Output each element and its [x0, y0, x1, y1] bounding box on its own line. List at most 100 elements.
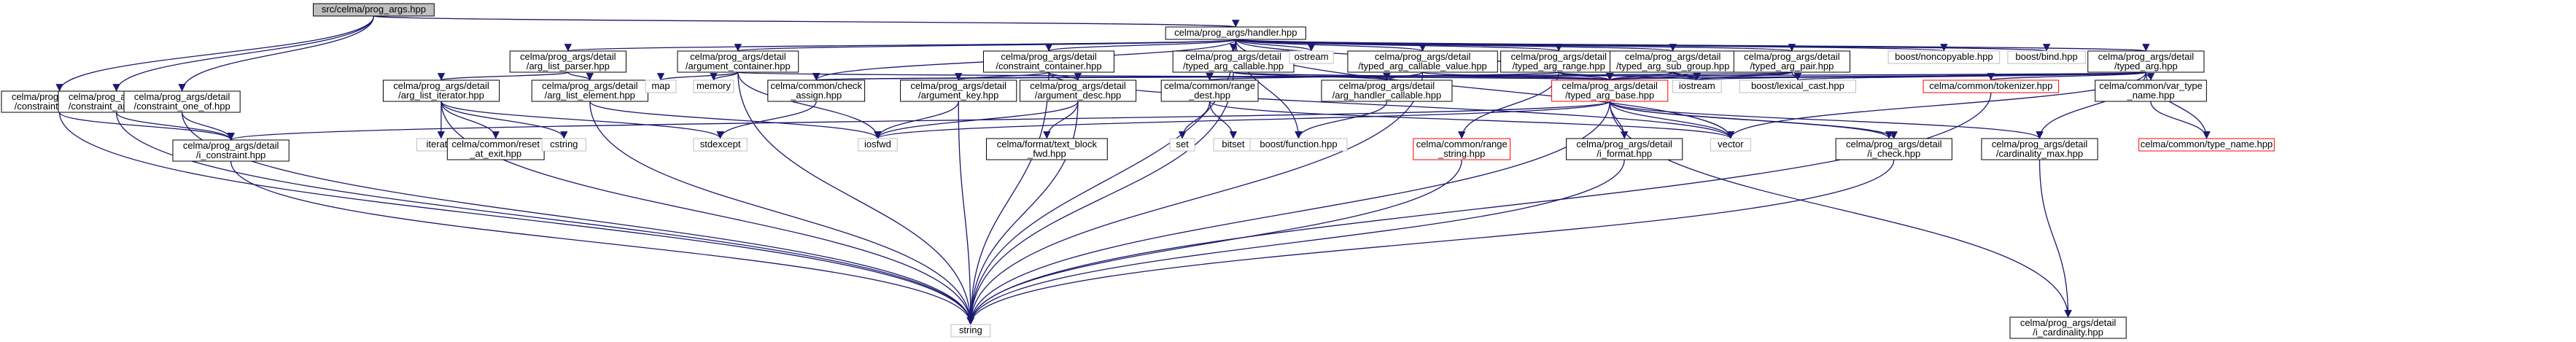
node-argument_key[interactable]: celma/prog_args/detail/argument_key.hpp: [900, 79, 1017, 102]
edge-arg_list_element-to-string: [589, 101, 974, 325]
node-box-stdexcept: [693, 138, 748, 152]
edge-root-to-c_any: [112, 15, 375, 92]
edge-typed_arg_base-to-i_cardinality: [1609, 101, 2072, 318]
node-argument_desc[interactable]: celma/prog_args/detail/argument_desc.hpp: [1019, 79, 1137, 102]
node-box-noncopyable: [1888, 50, 2001, 64]
node-check_assign[interactable]: celma/common/check_assign.hpp: [767, 79, 866, 102]
node-cstring[interactable]: cstring: [541, 138, 586, 152]
node-typed_arg_range[interactable]: celma/prog_args/detail/typed_arg_range.h…: [1500, 50, 1618, 73]
node-typed_arg_callable_value[interactable]: celma/prog_args/detail/typed_arg_callabl…: [1347, 50, 1498, 73]
node-box-i_constraint: [172, 139, 290, 162]
node-label-typed_arg_range-1: /typed_arg_range.hpp: [1513, 61, 1605, 71]
edge-c_any-to-string: [115, 112, 974, 325]
node-label-bitset-0: bitset: [1222, 139, 1244, 149]
node-noncopyable[interactable]: boost/noncopyable.hpp: [1888, 50, 2001, 64]
node-constraint_container[interactable]: celma/prog_args/detail/constraint_contai…: [982, 50, 1114, 73]
node-label-i_format-1: /i_format.hpp: [1597, 148, 1652, 159]
edge-i_constraint-to-string: [230, 160, 974, 325]
node-bitset[interactable]: bitset: [1213, 138, 1254, 152]
node-arg_list_element[interactable]: celma/prog_args/detail/arg_list_element.…: [531, 79, 648, 102]
node-box-arg_handler_callable: [1321, 79, 1453, 102]
node-arg_list_parser[interactable]: celma/prog_args/detail/arg_list_parser.h…: [509, 50, 626, 73]
node-i_check[interactable]: celma/prog_args/detail/i_check.hpp: [1835, 138, 1952, 160]
node-type_name[interactable]: celma/common/type_name.hpp: [2138, 138, 2275, 152]
node-label-cardinality_max-1: /cardinality_max.hpp: [1996, 148, 2083, 159]
edge-typed_arg_base-to-string: [966, 101, 1610, 325]
node-typed_arg_pair[interactable]: celma/prog_args/detail/typed_arg_pair.hp…: [1733, 50, 1851, 73]
node-memory[interactable]: memory: [693, 79, 734, 93]
node-map[interactable]: map: [645, 79, 677, 93]
node-label-c_one-1: /constraint_one_of.hpp: [133, 101, 230, 112]
node-vector[interactable]: vector: [1710, 138, 1751, 152]
node-label-typed_arg_callable-0: celma/prog_args/detail: [1185, 51, 1281, 62]
node-lexical_cast[interactable]: boost/lexical_cast.hpp: [1739, 79, 1856, 93]
edge-root-to-handler: [373, 15, 1238, 28]
node-arg_handler_callable[interactable]: celma/prog_args/detail/arg_handler_calla…: [1321, 79, 1453, 102]
node-label-root-0: src/celma/prog_args.hpp: [322, 4, 426, 15]
node-label-cstring-0: cstring: [550, 139, 578, 149]
node-tokenizer[interactable]: celma/common/tokenizer.hpp: [1923, 79, 2060, 93]
node-label-typed_arg_pair-0: celma/prog_args/detail: [1744, 51, 1840, 62]
node-string[interactable]: string: [950, 324, 991, 338]
node-root[interactable]: src/celma/prog_args.hpp: [313, 3, 435, 17]
edge-c_all-to-string: [58, 112, 974, 325]
node-iostream[interactable]: iostream: [1672, 79, 1722, 93]
node-label-map-0: map: [651, 80, 670, 91]
node-typed_arg[interactable]: celma/prog_args/detail/typed_arg.hpp: [2087, 50, 2205, 73]
node-i_constraint[interactable]: celma/prog_args/detail/i_constraint.hpp: [172, 139, 290, 162]
node-typed_arg_base[interactable]: celma/prog_args/detail/typed_arg_base.hp…: [1551, 79, 1669, 102]
node-var_type_name[interactable]: celma/common/var_type_name.hpp: [2095, 79, 2207, 102]
edge-typed_arg_pair-to-lexical_cast: [1791, 71, 1802, 81]
node-box-tokenizer: [1923, 79, 2060, 93]
node-cardinality_max[interactable]: celma/prog_args/detail/cardinality_max.h…: [1981, 138, 2098, 160]
node-i_cardinality[interactable]: celma/prog_args/detail/i_cardinality.hpp: [2009, 316, 2127, 339]
node-label-i_constraint-1: /i_constraint.hpp: [196, 149, 265, 160]
edge-argument_desc-to-text_block_fwd: [1043, 101, 1079, 139]
edge-typed_arg_base-to-cardinality_max: [1609, 101, 2044, 139]
node-label-iosfwd-0: iosfwd: [864, 139, 891, 149]
node-label-var_type_name-1: _name.hpp: [2127, 90, 2175, 101]
node-box-argument_desc: [1019, 79, 1137, 102]
edge-handler-to-arg_container: [734, 39, 1236, 52]
node-label-bind-0: boost/bind.hpp: [2015, 51, 2077, 62]
edge-arg_container-to-iosfwd: [737, 71, 882, 139]
node-handler[interactable]: celma/prog_args/handler.hpp: [1165, 26, 1306, 40]
node-reset_at_exit[interactable]: celma/common/reset_at_exit.hpp: [446, 138, 545, 160]
node-typed_arg_callable[interactable]: celma/prog_args/detail/typed_arg_callabl…: [1172, 50, 1295, 73]
node-box-i_format: [1566, 138, 1683, 160]
node-c_one[interactable]: celma/prog_args/detail/constraint_one_of…: [123, 90, 241, 113]
edge-handler-to-typed_arg_callable_value: [1235, 39, 1427, 52]
node-label-range_dest-1: _dest.hpp: [1188, 90, 1230, 101]
node-typed_arg_sub_group[interactable]: celma/prog_args/detail/typed_arg_sub_gro…: [1610, 50, 1737, 73]
node-box-c_one: [123, 90, 241, 113]
node-label-typed_arg_callable_value-1: /typed_arg_callable_value.hpp: [1358, 61, 1486, 71]
node-label-reset_at_exit-0: celma/common/reset: [451, 139, 540, 149]
node-box-iosfwd: [858, 138, 898, 152]
edge-typed_arg_range-to-range_string: [1458, 71, 1559, 139]
nodes-layer: src/celma/prog_args.hpp celma/prog_args/h…: [1, 3, 2275, 339]
node-text_block_fwd[interactable]: celma/format/text_block_fwd.hpp: [985, 138, 1108, 160]
node-ostream[interactable]: ostream: [1289, 50, 1334, 64]
node-arg_list_iterator[interactable]: celma/prog_args/detail/arg_list_iterator…: [382, 79, 500, 102]
node-iosfwd[interactable]: iosfwd: [858, 138, 898, 152]
node-bind[interactable]: boost/bind.hpp: [2007, 50, 2086, 64]
edge-c_all-to-i_constraint: [58, 112, 235, 141]
node-stdexcept[interactable]: stdexcept: [693, 138, 748, 152]
node-label-typed_arg_sub_group-0: celma/prog_args/detail: [1625, 51, 1721, 62]
node-label-set-0: set: [1176, 139, 1189, 149]
edge-handler-to-typed_arg: [1235, 39, 2149, 52]
node-set[interactable]: set: [1169, 138, 1195, 152]
node-range_dest[interactable]: celma/common/range_dest.hpp: [1160, 79, 1259, 102]
edge-handler-to-ostream: [1235, 39, 1316, 52]
node-range_string[interactable]: celma/common/range_string.hpp: [1413, 138, 1511, 160]
node-arg_container[interactable]: celma/prog_args/detail/argument_containe…: [677, 50, 799, 73]
edge-range_string-to-string: [966, 159, 1462, 325]
node-box-string: [950, 324, 991, 338]
node-label-i_format-0: celma/prog_args/detail: [1576, 139, 1672, 149]
node-label-typed_arg_callable_value-0: celma/prog_args/detail: [1375, 51, 1471, 62]
node-box-boost_function: [1249, 138, 1348, 152]
node-i_format[interactable]: celma/prog_args/detail/i_format.hpp: [1566, 138, 1683, 160]
node-label-type_name-0: celma/common/type_name.hpp: [2141, 139, 2273, 149]
node-label-boost_function-0: boost/function.hpp: [1260, 139, 1337, 149]
node-boost_function[interactable]: boost/function.hpp: [1249, 138, 1348, 152]
